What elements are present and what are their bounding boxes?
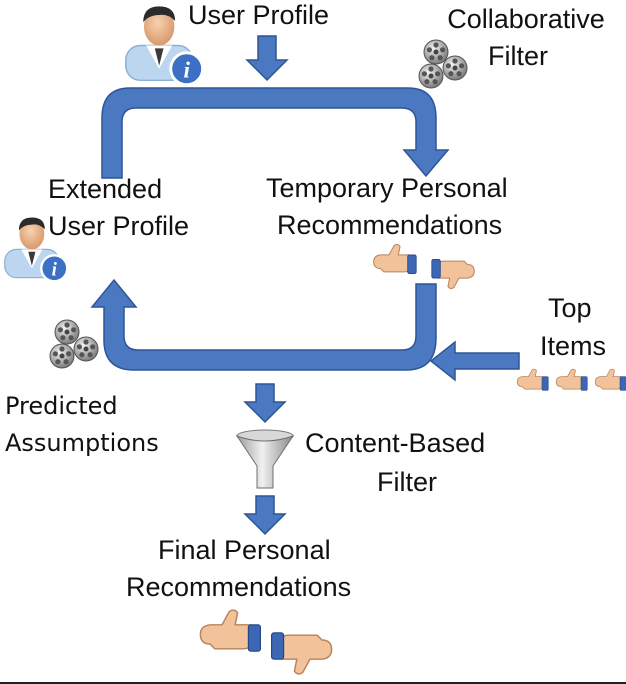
- arrow-loop-to-content-filter: [243, 383, 287, 424]
- extended-profile-label-line2: User Profile: [48, 211, 190, 241]
- thumbs-up-icon: [199, 609, 262, 652]
- top-loop-arrow: [101, 87, 450, 179]
- thumbs-up-icon: [594, 368, 626, 391]
- thumbs-up-icon: [516, 368, 549, 391]
- funnel-icon: [235, 429, 295, 489]
- final-recommendations-label-line2: Recommendations: [126, 572, 352, 602]
- bottom-loop-arrow: [90, 278, 437, 371]
- film-reels-icon: [49, 319, 99, 369]
- thumbs-down-icon: [270, 632, 333, 675]
- temporary-recommendations-label-line2: Recommendations: [277, 210, 503, 240]
- predicted-assumptions-label-line2: Assumptions: [5, 429, 159, 457]
- thumbs-down-icon: [431, 258, 475, 290]
- top-items-label-line1: Top: [548, 293, 592, 323]
- extended-profile-label-line1: Extended: [48, 174, 163, 204]
- arrow-filter-to-final: [243, 495, 287, 536]
- thumbs-up-icon: [555, 368, 588, 391]
- user-profile-label: User Profile: [188, 0, 330, 30]
- thumbs-up-icon: [373, 243, 417, 275]
- predicted-assumptions-label-line1: Predicted: [5, 392, 118, 420]
- collaborative-filter-label-line1: Collaborative: [447, 4, 605, 34]
- arrow-top-items-in: [429, 340, 520, 382]
- final-recommendations-label-line1: Final Personal: [158, 535, 331, 565]
- film-reels-icon: [418, 39, 468, 89]
- arrow-user-profile-down: [245, 35, 289, 82]
- top-items-label-line2: Items: [540, 331, 607, 361]
- temporary-recommendations-label-line1: Temporary Personal: [266, 173, 508, 203]
- collaborative-filter-label-line2: Filter: [488, 41, 548, 71]
- content-based-filter-label-line2: Filter: [377, 467, 437, 497]
- content-based-filter-label-line1: Content-Based: [305, 428, 486, 458]
